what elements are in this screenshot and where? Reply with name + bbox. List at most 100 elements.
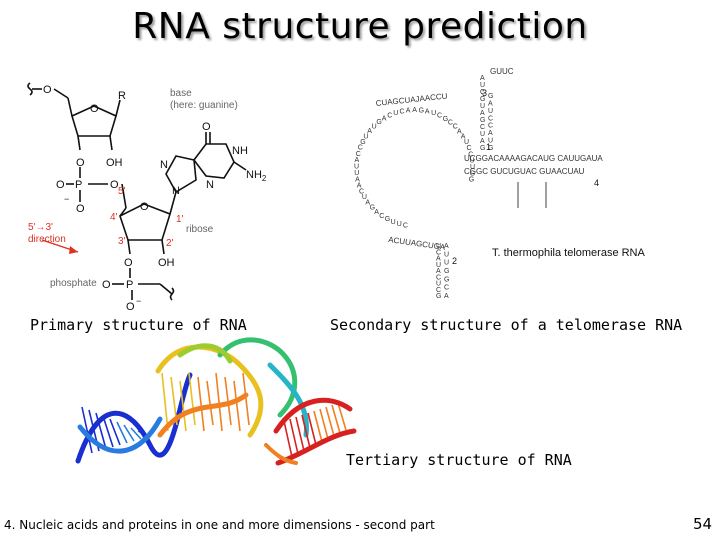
- base-pair-rung: [295, 416, 305, 452]
- caption-primary: Primary structure of RNA: [30, 316, 247, 334]
- base-pair-rung: [283, 420, 293, 458]
- label-direction-line1: 5'→3': [28, 222, 53, 233]
- label-direction-line2: direction: [28, 234, 66, 245]
- nucleotide-letter: A: [382, 116, 387, 123]
- atom-o-minus-upper: O: [76, 203, 85, 215]
- nucleotide-letter: A: [425, 109, 430, 116]
- atom-n7: N: [160, 159, 168, 171]
- stem-number-3: 3: [482, 88, 487, 98]
- atom-oh-upper: OH: [106, 157, 123, 169]
- nucleotide-letter: U: [436, 243, 441, 250]
- nucleotide-letter: G: [488, 93, 493, 100]
- nucleotide-letter: U: [488, 108, 493, 115]
- atom-n3: N: [206, 179, 214, 191]
- page-number: 54: [693, 515, 713, 533]
- nucleotide-letter: G: [419, 107, 424, 114]
- label-one-prime: 1': [176, 214, 184, 225]
- nucleotide-letter: C: [356, 151, 361, 158]
- nucleotide-letter: G: [444, 268, 449, 275]
- base-pair-rung: [123, 424, 135, 442]
- nucleotide-letter: C: [444, 285, 449, 292]
- nucleotide-letter: U: [391, 219, 396, 226]
- sequence-top-left: CUAGCUAJAACCU: [375, 91, 448, 108]
- label-three-prime: 3': [118, 236, 126, 247]
- nucleotide-letter: G: [444, 276, 449, 283]
- nucleotide-letter: U: [480, 82, 485, 89]
- nucleotide-letter: C: [359, 189, 364, 196]
- base-pair-rung: [242, 372, 250, 426]
- primary-structure-diagram: O O R O OH O P O O O N N O NH N NH2 O OH…: [27, 82, 267, 313]
- base-pair-rung: [95, 412, 107, 450]
- backbone-ribbon: [155, 344, 264, 438]
- nucleotide-letter: A: [444, 243, 449, 250]
- base-pair-rung: [313, 410, 323, 443]
- nucleotide-letter: A: [365, 200, 370, 207]
- nucleotide-letter: A: [480, 110, 485, 117]
- atom-o-double: O: [56, 179, 65, 191]
- nucleotide-letter: A: [367, 128, 372, 135]
- caption-tertiary: Tertiary structure of RNA: [346, 451, 572, 469]
- nucleotide-letter: C: [448, 120, 453, 127]
- nucleotide-letter: C: [480, 89, 485, 96]
- nucleotide-letter: U: [354, 170, 359, 177]
- nucleotide-letter: A: [488, 100, 493, 107]
- nucleotide-letter: G: [488, 145, 493, 152]
- label-base-note: (here: guanine): [170, 100, 238, 111]
- nucleotide-letter: C: [436, 274, 441, 281]
- nucleotide-letter: A: [374, 209, 379, 216]
- backbone-ribbon: [217, 337, 298, 418]
- atom-o-top: O: [43, 84, 52, 96]
- nucleotide-letter: C: [488, 123, 493, 130]
- nucleotide-letter: A: [412, 107, 417, 114]
- nucleotide-letter: A: [488, 130, 493, 137]
- nucleotide-letter: U: [362, 194, 367, 201]
- atom-r: R: [118, 90, 126, 102]
- nucleotide-letter: C: [379, 213, 384, 220]
- nucleotide-letter: A: [357, 183, 362, 190]
- atom-oh-lower: OH: [158, 257, 175, 269]
- base-pair-rung: [301, 414, 311, 449]
- nucleotide-letter: G: [360, 139, 365, 146]
- rna-ribbon-group: [75, 337, 357, 466]
- nucleotide-letter: G: [480, 145, 485, 152]
- nucleotide-letter: C: [400, 108, 405, 115]
- nucleotide-letter: U: [393, 110, 398, 117]
- atom-o6: O: [202, 121, 211, 133]
- base-pair-rung: [197, 376, 205, 432]
- backbone-ribbon: [77, 416, 163, 454]
- slide-title: RNA structure prediction: [132, 6, 588, 47]
- label-five-prime: 5': [118, 186, 126, 197]
- atom-o-minus-lower: O: [126, 301, 135, 313]
- nucleotide-letter: G: [469, 177, 474, 184]
- footer-text: 4. Nucleic acids and proteins in one and…: [4, 518, 435, 532]
- nucleotide-letter: U: [431, 110, 436, 117]
- backbone-ribbon: [267, 362, 309, 438]
- nucleotide-letter: A: [355, 176, 360, 183]
- atom-o-ring-lower: O: [140, 201, 149, 213]
- nucleotide-letter: C: [387, 113, 392, 120]
- base-pair-rung: [289, 418, 299, 455]
- atom-n9: N: [172, 185, 180, 197]
- atom-o-double-lower: O: [102, 279, 111, 291]
- atom-nh: NH: [232, 145, 248, 157]
- nucleotide-letter: U: [436, 281, 441, 288]
- nucleotide-letter: U: [397, 221, 402, 228]
- backbone-ribbon: [264, 443, 298, 465]
- nucleotide-letter: A: [444, 293, 449, 300]
- nucleotide-letter: U: [470, 158, 475, 165]
- backbone-ribbon: [273, 397, 353, 434]
- nucleotide-letter: U: [480, 103, 485, 110]
- nucleotide-letter: C: [467, 145, 472, 152]
- stem-number-2: 2: [452, 256, 457, 266]
- base-pair-rung: [102, 415, 114, 448]
- label-four-prime: 4': [110, 212, 118, 223]
- nucleotide-letter: U: [470, 164, 475, 171]
- atom-p-upper: P: [75, 179, 82, 191]
- nucleotide-letter: C: [488, 115, 493, 122]
- nucleotide-letter: G: [443, 116, 448, 123]
- nucleotide-letter: C: [403, 222, 408, 229]
- base-pair-rung: [307, 412, 317, 446]
- stem-number-4: 4: [594, 178, 599, 188]
- nucleotide-letter: A: [406, 107, 411, 114]
